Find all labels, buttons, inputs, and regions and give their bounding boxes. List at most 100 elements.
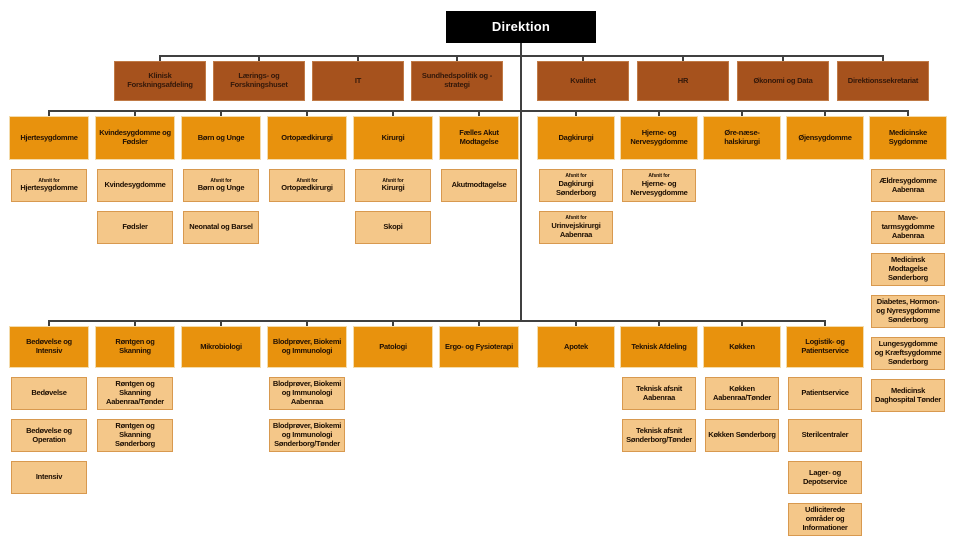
unit-box: Skopi	[355, 211, 431, 244]
dept-hjertesygdomme: Hjertesygdomme	[9, 116, 89, 160]
dept-label: Logistik- og Patientservice	[801, 337, 849, 355]
dept-mikrobiologi: Mikrobiologi	[181, 326, 261, 368]
unit-box: Intensiv	[11, 461, 87, 494]
unit-label: Børn og Unge	[197, 183, 245, 193]
unit-label: Medicinsk Daghospital Tønder	[875, 385, 941, 404]
staff-sundhedspolitik-og-strategi: Sundhedspolitik og -strategi	[411, 61, 503, 101]
unit-label: Patientservice	[801, 388, 849, 398]
column-blodproever-biokemi-og-immunologi: Blodprøver, Biokemi og Immunologi Blodpr…	[267, 326, 347, 452]
connector-stub	[48, 110, 50, 117]
unit-label: Akutmodtagelse	[451, 180, 507, 190]
dept-label: Hjerne- og Nervesygdomme	[630, 128, 688, 146]
unit-box: Lungesygdomme og Kræftsygdomme Sønderbor…	[871, 337, 945, 370]
unit-label: Teknisk afsnit Sønderborg/Tønder	[626, 425, 692, 444]
unit-label: Ortopædkirurgi	[281, 183, 333, 193]
dept-bedoevelse-og-intensiv: Bedøvelse og Intensiv	[9, 326, 89, 368]
connector-stub	[478, 110, 480, 117]
unit-label: Udliciterede områder og Informationer	[802, 505, 848, 532]
staff-oekonomi-og-data: Økonomi og Data	[737, 61, 829, 101]
connector-stub	[48, 320, 50, 327]
staff-label: Lærings- og Forskningshuset	[230, 71, 288, 89]
connector-stub	[824, 320, 826, 327]
unit-label: Lungesygdomme og Kræftsygdomme Sønderbor…	[874, 339, 942, 366]
connector-stub	[582, 55, 584, 62]
unit-box: Mave-tarmsygdomme Aabenraa	[871, 211, 945, 244]
column-koekken: Køkken Køkken Aabenraa/Tønder Køkken Søn…	[703, 326, 781, 452]
direktion-box: Direktion	[446, 11, 596, 43]
staff-klinisk-forskningsafdeling: Klinisk Forskningsafdeling	[114, 61, 206, 101]
dept-label: Blodprøver, Biokemi og Immunologi	[272, 337, 342, 355]
staff-label: IT	[354, 75, 362, 85]
connector-stub	[575, 320, 577, 327]
column-oejensygdomme: Øjensygdomme	[786, 116, 864, 160]
staff-it: IT	[312, 61, 404, 101]
unit-label: Urinvejskirurgi Aabenraa	[551, 220, 601, 239]
unit-box: Diabetes, Hormon- og Nyresygdomme Sønder…	[871, 295, 945, 328]
unit-label: Lager- og Depotservice	[802, 467, 848, 486]
unit-label: Kirurgi	[381, 183, 405, 193]
unit-box: Teknisk afsnit Sønderborg/Tønder	[622, 419, 696, 452]
dept-label: Øjensygdomme	[798, 132, 852, 142]
column-ergo-og-fysioterapi: Ergo- og Fysioterapi	[439, 326, 519, 368]
column-kvindesygdomme-og-foedsler: Kvindesygdomme og Fødsler Kvindesygdomme…	[95, 116, 175, 244]
connector-stub	[306, 320, 308, 327]
dept-label: Dagkirurgi	[558, 132, 594, 142]
unit-label: Bedøvelse og Operation	[26, 425, 72, 444]
dept-ergo-og-fysioterapi: Ergo- og Fysioterapi	[439, 326, 519, 368]
staff-label: Direktionssekretariat	[847, 75, 919, 85]
dept-label: Teknisk Afdeling	[631, 341, 687, 351]
dept-koekken: Køkken	[703, 326, 781, 368]
connector-stub	[824, 110, 826, 117]
staff-direktionssekretariat: Direktionssekretariat	[837, 61, 929, 101]
dept-label: Røntgen og Skanning	[115, 337, 155, 355]
unit-prefix: Afsnit for	[296, 177, 318, 184]
dept-label: Fælles Akut Modtagelse	[459, 128, 499, 146]
dept-label: Ergo- og Fysioterapi	[445, 341, 513, 351]
connector-stub	[392, 110, 394, 117]
column-apotek: Apotek	[537, 326, 615, 368]
dept-label: Kvindesygdomme og Fødsler	[99, 128, 171, 146]
dept-label: Hjertesygdomme	[20, 132, 78, 142]
dept-teknisk-afdeling: Teknisk Afdeling	[620, 326, 698, 368]
dept-patologi: Patologi	[353, 326, 433, 368]
dept-boern-og-unge: Børn og Unge	[181, 116, 261, 160]
unit-label: Dagkirurgi Sønderborg	[556, 178, 596, 197]
unit-label: Røntgen og Skanning Aabenraa/Tønder	[106, 379, 164, 406]
unit-box: Fødsler	[97, 211, 173, 244]
unit-label: Køkken Sønderborg	[708, 430, 776, 440]
unit-label: Mave-tarmsygdomme Aabenraa	[881, 213, 935, 240]
dept-label: Ortopædkirurgi	[281, 132, 333, 142]
column-teknisk-afdeling: Teknisk Afdeling Teknisk afsnit Aabenraa…	[620, 326, 698, 452]
column-bedoevelse-og-intensiv: Bedøvelse og Intensiv Bedøvelse Bedøvels…	[9, 326, 89, 494]
unit-box: Blodprøver, Biokemi og Immunologi Aabenr…	[269, 377, 345, 410]
dept-medicinske-sygdomme: Medicinske Sygdomme	[869, 116, 947, 160]
column-medicinske-sygdomme: Medicinske Sygdomme Ældresygdomme Aabenr…	[869, 116, 947, 412]
unit-label: Ældresygdomme Aabenraa	[879, 175, 937, 194]
dept-kvindesygdomme-og-foedsler: Kvindesygdomme og Fødsler	[95, 116, 175, 160]
unit-prefix: Afsnit for	[210, 177, 232, 184]
unit-box: Røntgen og Skanning Sønderborg	[97, 419, 173, 452]
unit-box: Lager- og Depotservice	[788, 461, 862, 494]
unit-box: Neonatal og Barsel	[183, 211, 259, 244]
unit-label: Blodprøver, Biokemi og Immunologi Sønder…	[272, 421, 342, 448]
dept-oejensygdomme: Øjensygdomme	[786, 116, 864, 160]
unit-box: Bedøvelse	[11, 377, 87, 410]
unit-label: Diabetes, Hormon- og Nyresygdomme Sønder…	[876, 297, 940, 324]
connector-stub	[220, 320, 222, 327]
unit-box: Kvindesygdomme	[97, 169, 173, 202]
column-mikrobiologi: Mikrobiologi	[181, 326, 261, 368]
dept-oere-naese-halskirurgi: Øre-næse-halskirurgi	[703, 116, 781, 160]
dept-label: Patologi	[379, 341, 407, 351]
connector-stub	[220, 110, 222, 117]
unit-label: Køkken Aabenraa/Tønder	[713, 383, 771, 402]
unit-label: Fødsler	[122, 222, 148, 232]
connector-stub	[258, 55, 260, 62]
dept-label: Bedøvelse og Intensiv	[26, 337, 72, 355]
column-roentgen-og-skanning: Røntgen og Skanning Røntgen og Skanning …	[95, 326, 175, 452]
